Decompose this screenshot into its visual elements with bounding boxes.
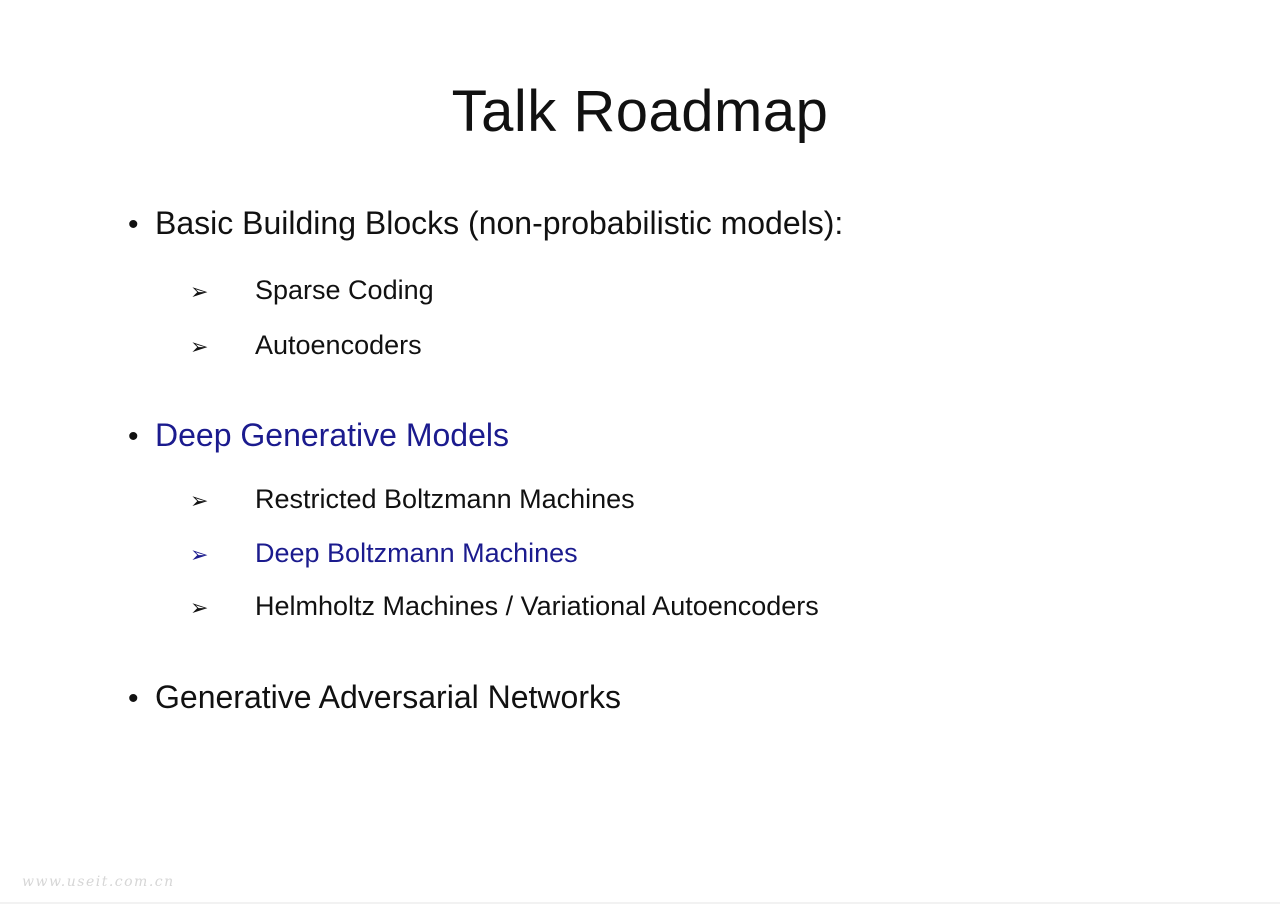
sub-bullet-label: Sparse Coding: [255, 275, 434, 305]
bullet-dot-icon: •: [128, 682, 139, 715]
arrow-bullet-icon: ➢: [190, 595, 209, 620]
sub-bullet-item: ➢ Restricted Boltzmann Machines: [190, 484, 635, 515]
sub-bullet-item: ➢ Autoencoders: [190, 330, 422, 361]
bullet-item: • Deep Generative Models: [128, 417, 509, 454]
sub-bullet-label: Helmholtz Machines / Variational Autoenc…: [255, 591, 819, 621]
sub-bullet-item: ➢ Deep Boltzmann Machines: [190, 538, 578, 569]
bullet-dot-icon: •: [128, 208, 139, 241]
bullet-label: Deep Generative Models: [155, 417, 509, 453]
sub-bullet-label: Deep Boltzmann Machines: [255, 538, 578, 568]
sub-bullet-item: ➢ Sparse Coding: [190, 275, 434, 306]
bullet-item: • Basic Building Blocks (non-probabilist…: [128, 205, 843, 242]
arrow-bullet-icon: ➢: [190, 488, 209, 513]
sub-bullet-item: ➢ Helmholtz Machines / Variational Autoe…: [190, 591, 819, 622]
arrow-bullet-icon: ➢: [190, 542, 209, 567]
sub-bullet-label: Autoencoders: [255, 330, 422, 360]
arrow-bullet-icon: ➢: [190, 334, 209, 359]
bullet-dot-icon: •: [128, 420, 139, 453]
watermark: www.useit.com.cn: [22, 874, 175, 890]
bullet-item: • Generative Adversarial Networks: [128, 679, 621, 716]
slide-title: Talk Roadmap: [451, 79, 829, 144]
bullet-label: Basic Building Blocks (non-probabilistic…: [155, 205, 844, 241]
bullet-label: Generative Adversarial Networks: [155, 679, 621, 715]
arrow-bullet-icon: ➢: [190, 279, 209, 304]
sub-bullet-label: Restricted Boltzmann Machines: [255, 484, 635, 514]
slide-bottom-edge: [0, 902, 1280, 904]
